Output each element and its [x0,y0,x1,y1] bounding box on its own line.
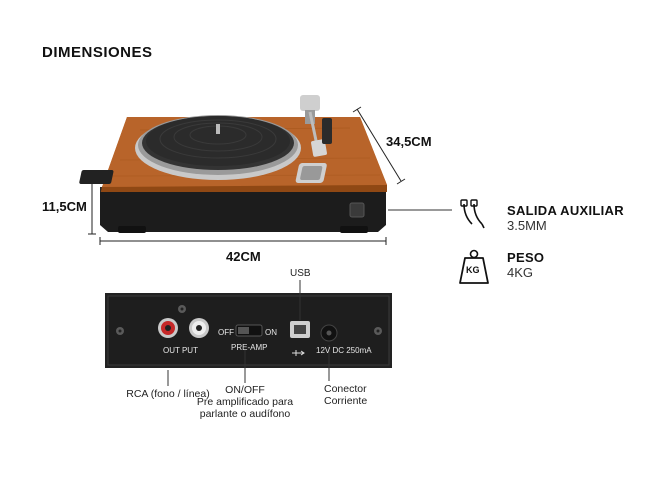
width-label: 42CM [226,249,261,264]
power-text: 12V DC 250mA [316,346,372,355]
off-text: OFF [218,328,234,337]
weight-icon [459,249,489,284]
weight-badge: KG [466,265,480,275]
width-dimension-line [99,237,387,245]
preamp-text: PRE-AMP [231,343,268,352]
switch-callout-line1: ON/OFF [225,384,265,396]
depth-label: 34,5CM [386,134,432,149]
switch-callout-line2: Pre amplificado para [196,396,294,408]
page-title: DIMENSIONES [42,44,153,61]
depth-dimension-line [352,106,406,185]
height-dimension-line [88,182,96,235]
usb-label: USB [290,268,311,279]
back-panel [105,293,392,368]
height-label: 11,5CM [42,199,87,214]
output-text: OUT PUT [163,346,198,355]
tonearm [300,95,332,157]
aux-output-label: SALIDA AUXILIAR [507,203,624,218]
on-text: ON [265,328,277,337]
switch-callout-line3: parlante o audífono [199,408,291,420]
connector-callout-line1: Conector [324,383,367,395]
aux-cable-icon [460,199,485,229]
weight-label: PESO [507,250,545,265]
aux-output-value: 3.5MM [507,218,547,233]
turntable-body [79,95,387,233]
weight-value: 4KG [507,265,534,280]
rca-callout: RCA (fono / línea) [126,388,210,400]
connector-callout-line2: Corriente [324,395,368,407]
